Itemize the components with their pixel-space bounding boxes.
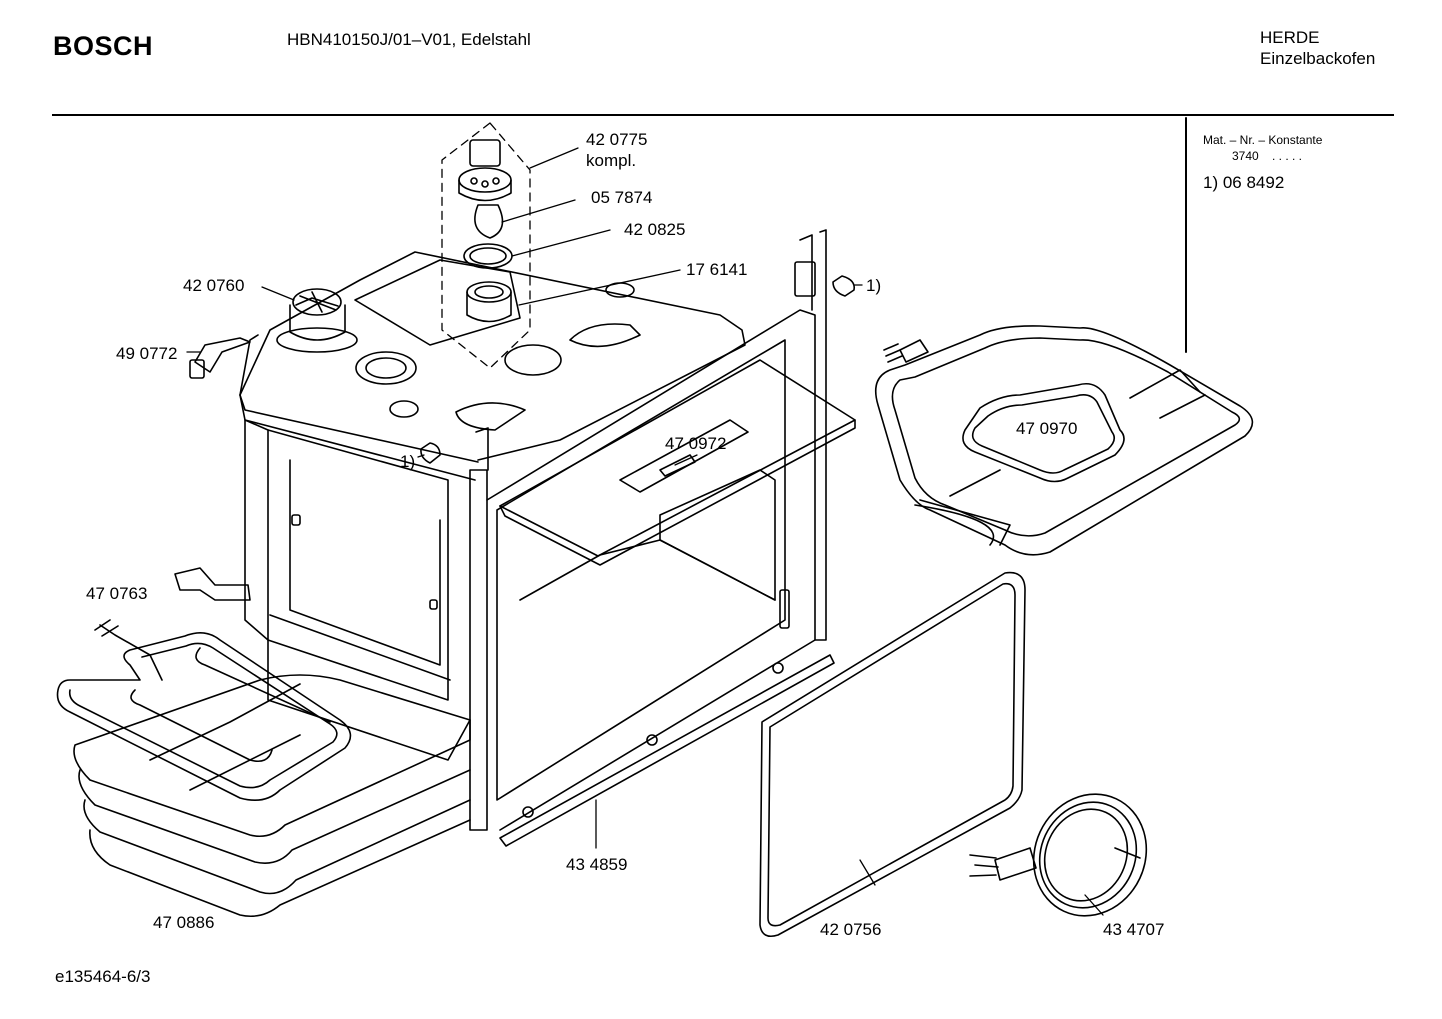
strip-434859 (499, 654, 835, 847)
label-420775-note: kompl. (586, 151, 637, 170)
clip-1b (832, 275, 856, 297)
label-490772: 49 0772 (116, 344, 178, 363)
label-420760: 42 0760 (183, 276, 245, 295)
label-470970: 47 0970 (1016, 419, 1078, 438)
top-heater-470970 (874, 325, 1254, 556)
mat-nr-code: 3740 (1232, 149, 1259, 163)
label-470886: 47 0886 (153, 913, 215, 932)
label-420825: 42 0825 (624, 220, 686, 239)
model-number: HBN410150J/01–V01, Edelstahl (287, 30, 531, 49)
label-176141: 17 6141 (686, 260, 748, 279)
label-057874: 05 7874 (591, 188, 653, 207)
ring-heater-434707 (969, 793, 1148, 917)
lamp-assembly (441, 122, 531, 369)
label-footnote-a: 1) (400, 452, 416, 471)
label-434707: 43 4707 (1103, 920, 1165, 939)
label-434859: 43 4859 (566, 855, 628, 874)
mat-nr-dots: . . . . . (1272, 149, 1303, 163)
header-rule (52, 114, 1394, 116)
sensor-bracket (174, 567, 251, 601)
mat-nr-label: Mat. – Nr. – Konstante (1203, 133, 1323, 147)
thermostat-420760 (276, 288, 358, 353)
leader-lines (186, 147, 1104, 916)
document-id: e135464-6/3 (55, 967, 151, 986)
label-footnote-b: 1) (866, 276, 882, 295)
insulation-470886 (73, 674, 471, 918)
bracket-490772 (189, 337, 251, 379)
category-title: HERDE (1260, 28, 1320, 47)
gasket-420756 (759, 571, 1026, 938)
tray-470972 (499, 359, 856, 566)
bottom-heater-470763 (56, 619, 352, 801)
brand-logo: BOSCH (53, 31, 154, 61)
clip-1a (420, 442, 441, 464)
label-420756: 42 0756 (820, 920, 882, 939)
label-470763: 47 0763 (86, 584, 148, 603)
label-420775: 42 0775 (586, 130, 648, 149)
category-subtitle: Einzelbackofen (1260, 49, 1376, 68)
footnote-part: 1) 06 8492 (1203, 173, 1285, 192)
label-470972: 47 0972 (665, 434, 727, 453)
